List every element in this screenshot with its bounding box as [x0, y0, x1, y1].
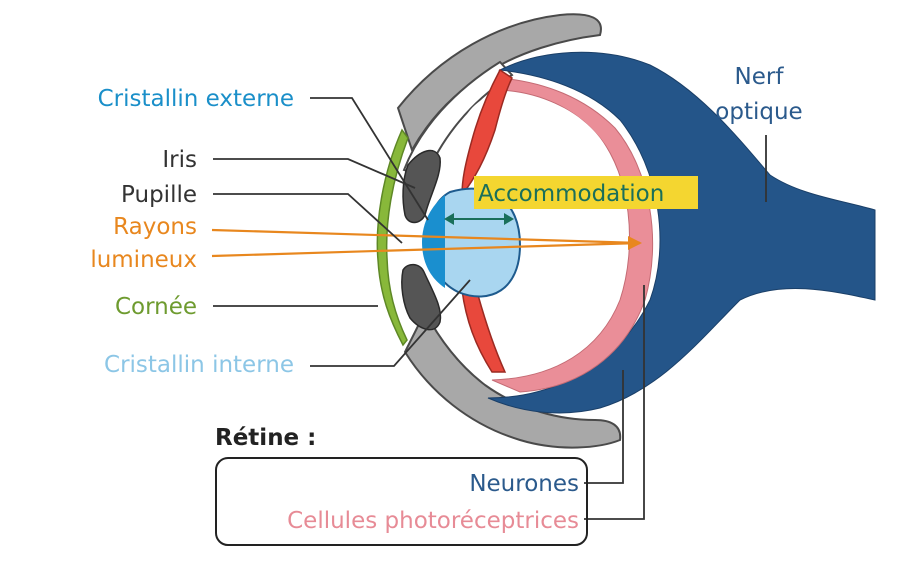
retine-legend-box	[215, 457, 588, 546]
accommodation-arrowhead-left	[444, 213, 454, 225]
focal-arrowhead	[628, 236, 642, 250]
label-rayons: Rayons	[113, 214, 197, 240]
leader-cristallin-externe	[310, 97, 429, 221]
iris-lower	[401, 263, 442, 331]
leader-pupille	[213, 193, 403, 244]
leader-iris	[213, 158, 416, 189]
label-iris: Iris	[162, 147, 197, 173]
leader-cristallin-interne	[310, 279, 471, 367]
label-cornee: Cornée	[115, 294, 197, 320]
label-cristallin-interne: Cristallin interne	[104, 352, 294, 378]
label-optique: optique	[715, 99, 802, 125]
retine-title: Rétine :	[215, 425, 316, 451]
label-photorecepteurs: Cellules photoréceptrices	[287, 508, 579, 534]
leader-neurones	[584, 370, 624, 484]
retina-photoreceptor-layer	[491, 77, 654, 393]
label-pupille: Pupille	[121, 182, 197, 208]
light-ray-1	[211, 228, 641, 245]
light-ray-2	[211, 241, 641, 258]
label-nerf: Nerf	[735, 64, 785, 90]
label-lumineux: lumineux	[90, 247, 197, 273]
ciliary-body-lower	[461, 288, 507, 373]
label-neurones: Neurones	[469, 471, 579, 497]
vitreous-body	[447, 92, 628, 378]
accommodation-arrowhead-right	[504, 213, 514, 225]
accommodation-highlight	[474, 176, 698, 209]
label-cristallin-externe: Cristallin externe	[98, 86, 294, 112]
leader-photorecepteurs	[584, 285, 645, 520]
accommodation-label: Accommodation	[478, 181, 664, 207]
